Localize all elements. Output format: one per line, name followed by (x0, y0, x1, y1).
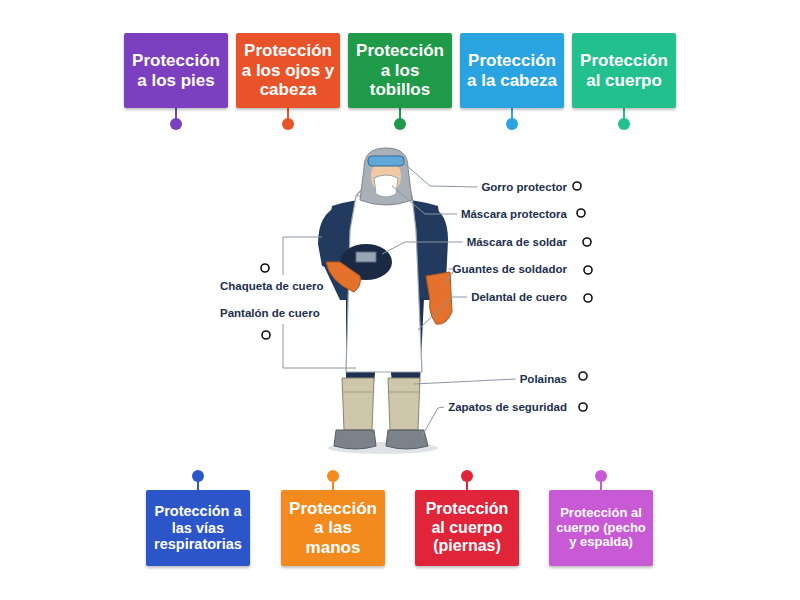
part-label: Delantal de cuero (471, 290, 567, 304)
drop-circle (261, 264, 269, 272)
category-box: Protección al cuerpo (piernas) (415, 490, 519, 566)
drop-circle (579, 372, 587, 380)
category-box: Protección al cuerpo (572, 33, 676, 108)
pin-dot (394, 118, 406, 130)
gaiter (342, 378, 374, 430)
part-label: Pantalón de cuero (220, 306, 320, 320)
drop-circle (584, 266, 592, 274)
gaiter-strap (343, 392, 373, 393)
part-label: Gorro protector (481, 180, 567, 194)
drop-circle (262, 331, 270, 339)
category-text: Protección al cuerpo (576, 51, 672, 90)
goggles (368, 156, 404, 166)
pin-dot (506, 118, 518, 130)
pin-dot (327, 470, 339, 482)
category-box: Protección a las vías respiratorias (146, 490, 250, 566)
drop-circle (584, 294, 592, 302)
pin-dot (282, 118, 294, 130)
leader-line (392, 186, 457, 214)
respirator-mask (374, 175, 398, 197)
category-text: Protección al cuerpo (pecho y espalda) (553, 506, 649, 551)
leader-line (418, 297, 467, 330)
category-text: Protección al cuerpo (piernas) (419, 500, 515, 555)
category-text: Protección a las vías respiratorias (150, 503, 246, 553)
category-box: Protección a los tobillos (348, 33, 452, 108)
leader-line (283, 237, 322, 275)
part-label: Máscara protectora (461, 207, 567, 221)
safety-shoe (334, 430, 376, 449)
welding-glove (326, 262, 360, 292)
pin-dot (170, 118, 182, 130)
drop-targets (261, 182, 592, 411)
category-box: Protección a los ojos y cabeza (236, 33, 340, 108)
safety-shoe (386, 430, 428, 449)
part-label: Chaqueta de cuero (220, 279, 324, 293)
leader-line (382, 242, 463, 254)
category-box: Protección a la cabeza (460, 33, 564, 108)
mask-lens (356, 252, 376, 262)
category-text: Protección a los pies (128, 51, 224, 90)
drop-circle (573, 182, 581, 190)
category-text: Protección a las manos (285, 499, 381, 558)
drop-circle (579, 403, 587, 411)
pin-dot (461, 470, 473, 482)
part-label: Máscara de soldar (467, 235, 567, 249)
pin-dot (192, 470, 204, 482)
pin-dot (618, 118, 630, 130)
category-box: Protección a las manos (281, 490, 385, 566)
drop-circle (583, 238, 591, 246)
leader-line (422, 407, 444, 436)
leader-line (283, 324, 356, 368)
drop-circle (577, 209, 585, 217)
leader-line (398, 158, 477, 187)
part-label: Polainas (520, 372, 567, 386)
pin-dot (595, 470, 607, 482)
category-text: Protección a los ojos y cabeza (240, 41, 336, 100)
part-label: Zapatos de seguridad (448, 400, 567, 414)
leader-line (414, 379, 516, 384)
category-text: Protección a los tobillos (352, 41, 448, 100)
gaiter (388, 378, 420, 430)
part-label: Guantes de soldador (453, 262, 567, 276)
jacket-arm (428, 206, 448, 282)
gaiter-strap (389, 392, 419, 393)
category-box: Protección al cuerpo (pecho y espalda) (549, 490, 653, 566)
category-text: Protección a la cabeza (464, 51, 560, 90)
category-box: Protección a los pies (124, 33, 228, 108)
